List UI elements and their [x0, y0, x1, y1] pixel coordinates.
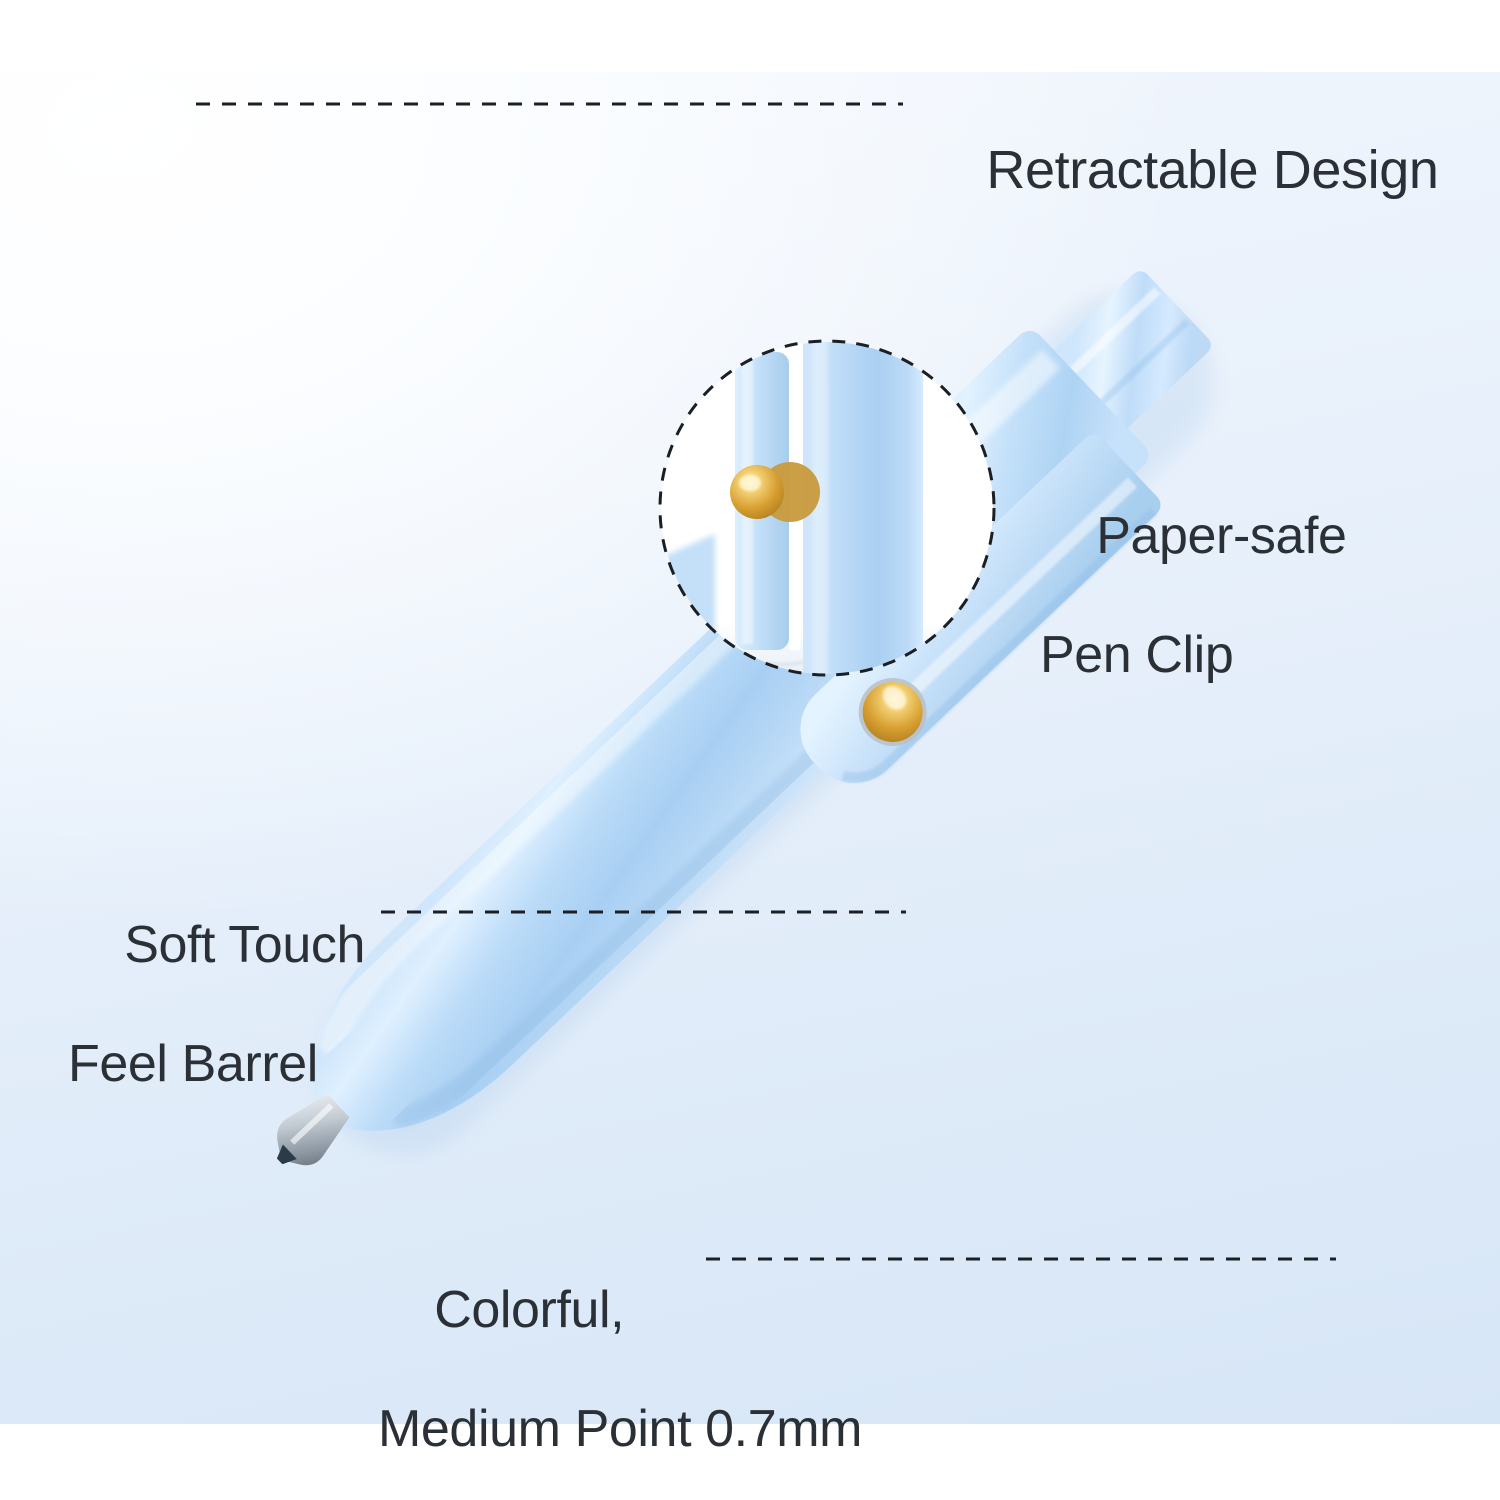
callout-retractable-design: Retractable Design	[928, 78, 1438, 263]
background-top-white-strip	[0, 0, 1500, 72]
magnifier-dashed-border	[658, 339, 996, 677]
callout-point-line2: Medium Point 0.7mm	[378, 1399, 863, 1458]
callout-retractable-text: Retractable Design	[986, 139, 1439, 200]
clip-rivet	[862, 681, 923, 742]
pen-tip	[277, 1093, 350, 1166]
callout-penclip-line1: Paper-safe	[1096, 507, 1347, 566]
pen-tip-highlight	[290, 1103, 334, 1145]
pen-plunger	[1052, 271, 1211, 430]
clip-edge-shade	[841, 507, 1158, 783]
plunger-groove-2	[1093, 319, 1190, 412]
callout-colorful-medium-point: Colorful, Medium Point 0.7mm	[378, 1222, 862, 1500]
callout-paper-safe-pen-clip: Paper-safe Pen Clip	[1040, 448, 1347, 804]
callout-point-line1: Colorful,	[434, 1281, 625, 1340]
background-bottom-white-strip	[0, 1424, 1500, 1500]
clip-highlight	[869, 477, 1137, 733]
clip-rivet-highlight	[882, 686, 906, 710]
pen-tip-ball	[276, 1144, 297, 1165]
plunger-groove-1	[1062, 287, 1161, 381]
callout-soft-touch-barrel: Soft Touch Feel Barrel	[68, 857, 365, 1213]
inset-rivet	[730, 465, 784, 519]
callout-penclip-line2: Pen Clip	[1040, 625, 1234, 684]
inset-barrel-highlight	[812, 342, 828, 674]
callout-barrel-line2: Feel Barrel	[68, 1034, 318, 1093]
callout-barrel-line1: Soft Touch	[124, 916, 365, 975]
inset-rivet-highlight	[739, 475, 761, 491]
